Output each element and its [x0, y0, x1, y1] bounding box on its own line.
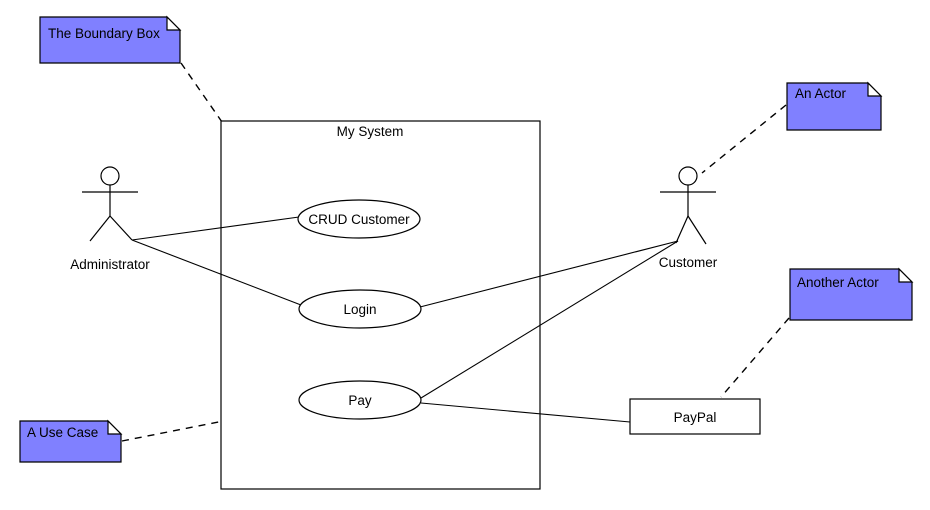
- note-fold-corner-icon: [166, 15, 182, 31]
- note-label: A Use Case: [27, 425, 98, 440]
- note-anchor-lines: [121, 62, 790, 442]
- actor-left-leg-icon: [675, 215, 689, 244]
- use-case-login[interactable]: Login: [298, 289, 422, 329]
- note-the-boundary-box[interactable]: The Boundary Box: [39, 15, 182, 64]
- association-lines: [131, 216, 679, 423]
- note-body-shape[interactable]: [19, 420, 122, 463]
- use-case-ellipse[interactable]: [298, 380, 422, 420]
- use-case-label: Pay: [348, 393, 372, 408]
- use-case-crud-customer[interactable]: CRUD Customer: [297, 199, 421, 239]
- note-another-actor[interactable]: Another Actor: [789, 267, 914, 321]
- actor-label: Customer: [659, 255, 718, 270]
- use-case-ellipse[interactable]: [298, 289, 422, 329]
- system-boundary-label: My System: [337, 124, 404, 139]
- note-body-shape[interactable]: [39, 16, 181, 64]
- note-anchor-a-use-case: [121, 405, 301, 442]
- note-fold-corner-icon: [867, 81, 883, 97]
- actor-customer[interactable]: Customer: [659, 166, 718, 270]
- note-an-actor[interactable]: An Actor: [786, 81, 883, 131]
- actor-administrator[interactable]: Administrator: [70, 166, 150, 272]
- note-a-use-case[interactable]: A Use Case: [19, 419, 123, 463]
- note-label: The Boundary Box: [48, 26, 160, 41]
- use-case-ellipse[interactable]: [297, 199, 421, 239]
- actor-right-leg-icon: [687, 215, 707, 245]
- note-anchor-boundary-box: [180, 62, 223, 123]
- use-case-label: Login: [343, 302, 376, 317]
- actor-left-leg-icon: [89, 215, 111, 242]
- use-case-pay[interactable]: Pay: [298, 380, 422, 420]
- association-customer-login: [419, 240, 679, 308]
- association-pay-paypal: [420, 402, 631, 423]
- note-fold-corner-icon: [107, 419, 123, 435]
- actor-head-icon: [678, 166, 698, 186]
- association-administrator-login: [131, 239, 302, 306]
- note-body-shape[interactable]: [786, 82, 882, 131]
- actor-right-leg-icon: [109, 215, 133, 241]
- external-system-rect[interactable]: [629, 398, 761, 435]
- association-customer-pay: [420, 240, 679, 399]
- note-body-shape[interactable]: [789, 268, 913, 321]
- note-anchor-another-actor: [720, 317, 790, 398]
- note-label: Another Actor: [797, 275, 879, 290]
- actor-head-icon: [100, 166, 120, 186]
- note-fold-corner-icon: [898, 267, 914, 283]
- association-administrator-crud: [131, 216, 300, 241]
- note-anchor-an-actor: [701, 104, 787, 174]
- actor-label: Administrator: [70, 257, 150, 272]
- note-label: An Actor: [795, 86, 847, 101]
- external-system-label: PayPal: [674, 410, 717, 425]
- external-system-paypal[interactable]: PayPal: [629, 398, 761, 435]
- use-case-label: CRUD Customer: [308, 212, 410, 227]
